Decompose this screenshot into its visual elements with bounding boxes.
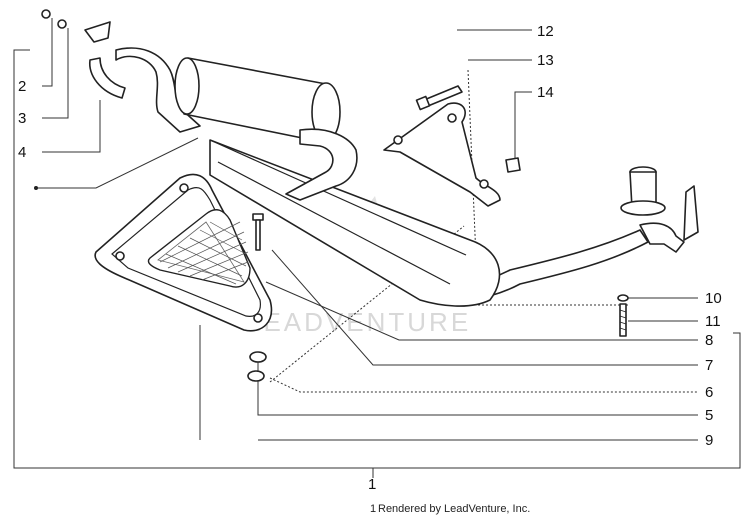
callout-14: 14 (537, 84, 554, 101)
footer-credit: Rendered by LeadVenture, Inc. (378, 503, 530, 515)
bolt-8 (252, 213, 264, 251)
callout-labels: 2 3 4 12 13 14 10 11 8 7 6 5 9 1 (18, 23, 722, 493)
footer-mark: 1 (370, 503, 376, 515)
manifold-flange (620, 166, 699, 241)
callout-13: 13 (537, 52, 554, 69)
callout-1: 1 (368, 476, 376, 493)
callout-11: 11 (705, 313, 721, 330)
callout-6: 6 (705, 384, 713, 401)
nut-14 (505, 157, 521, 173)
mounting-bracket (383, 102, 501, 207)
callout-3: 3 (18, 110, 26, 127)
callout-10: 10 (705, 290, 722, 307)
heat-guard (94, 173, 273, 332)
heat-shield-clip (84, 21, 126, 99)
silencer-can (174, 57, 341, 143)
leader-dot (34, 186, 38, 190)
callout-5: 5 (705, 407, 713, 424)
bolt-12 (415, 85, 463, 111)
muffler (209, 139, 501, 307)
washer-spacer (247, 351, 267, 382)
callout-12: 12 (537, 23, 554, 40)
callout-9: 9 (705, 432, 713, 449)
footer: 1 Rendered by LeadVenture, Inc. (370, 503, 530, 515)
callout-7: 7 (705, 357, 713, 374)
tailpipe (285, 128, 358, 201)
callout-8: 8 (705, 332, 713, 349)
callout-4: 4 (18, 144, 26, 161)
callout-2: 2 (18, 78, 26, 95)
bolt-10-11 (617, 294, 629, 337)
washer-nut-top-left (41, 9, 67, 29)
